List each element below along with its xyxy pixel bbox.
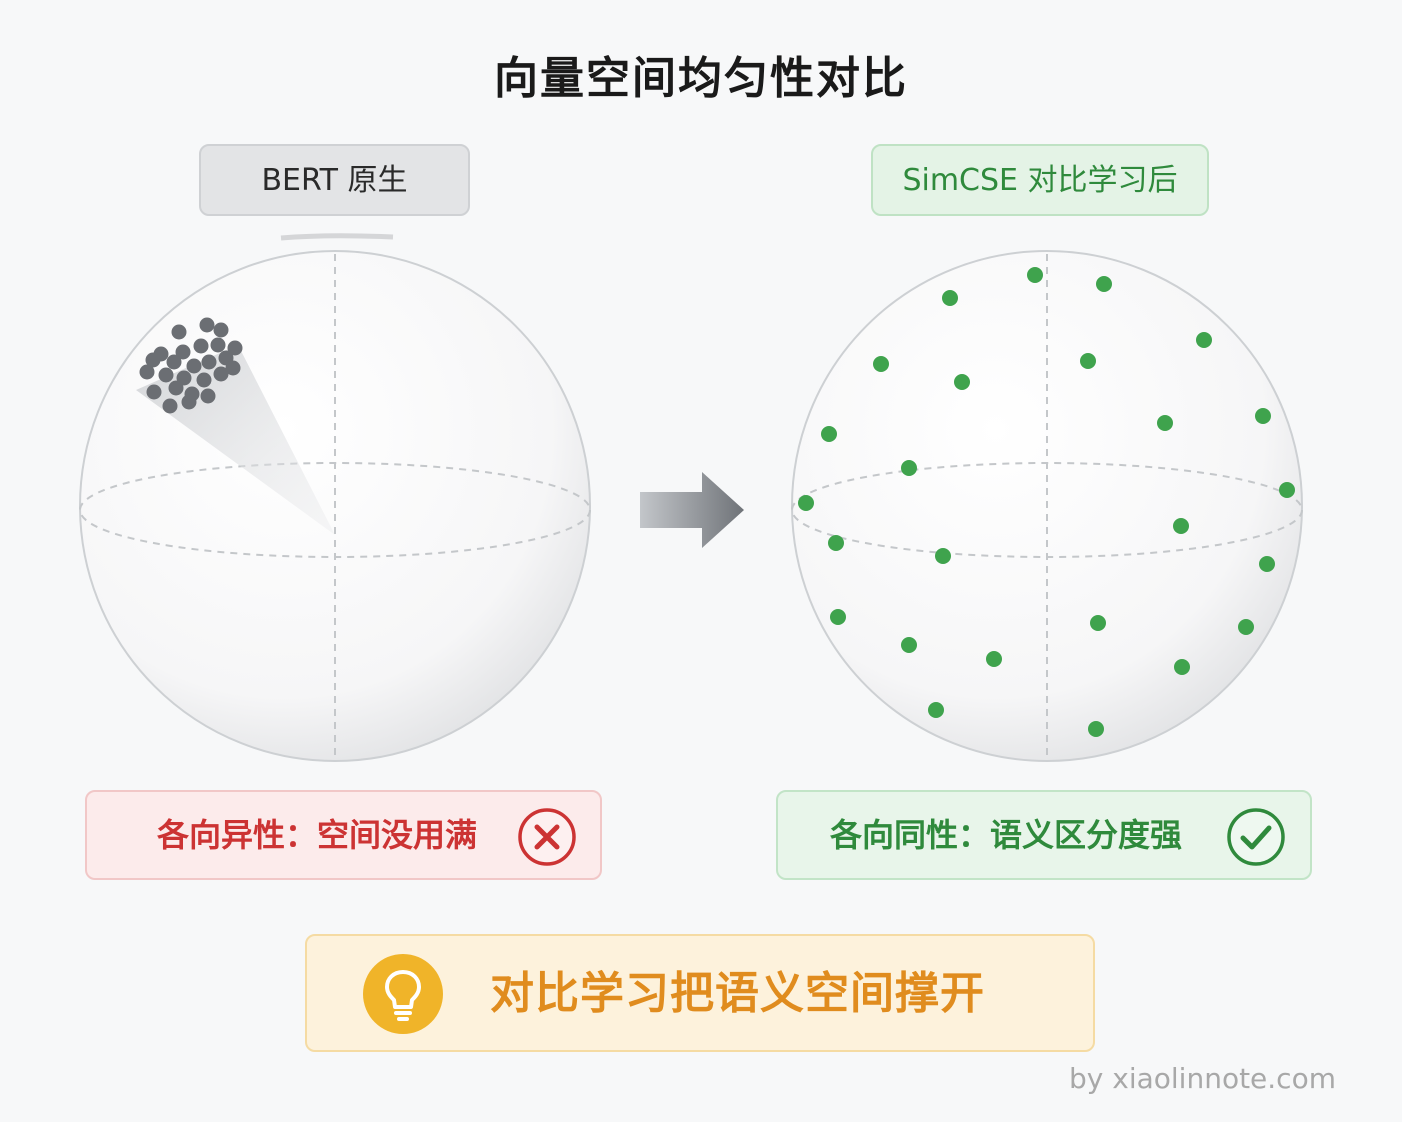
cluster-point (193, 338, 209, 354)
cluster-point (225, 360, 241, 376)
uniform-point (901, 637, 917, 653)
uniform-point (1080, 353, 1096, 369)
watermark: by xiaolinnote.com (1069, 1062, 1336, 1095)
sphere-shadow-mark (280, 233, 394, 241)
uniform-point (830, 609, 846, 625)
simcse-label: SimCSE 对比学习后 (871, 144, 1209, 216)
bert-sphere (79, 233, 591, 762)
cluster-point (181, 394, 197, 410)
uniform-point (954, 374, 970, 390)
cluster-point (146, 384, 162, 400)
x-circle-icon (518, 808, 576, 866)
uniform-point (901, 460, 917, 476)
uniform-point (928, 702, 944, 718)
uniform-point (1173, 518, 1189, 534)
uniform-point (942, 290, 958, 306)
cluster-point (210, 337, 226, 353)
cluster-point (186, 358, 202, 374)
anisotropy-box: 各向异性：空间没用满 (85, 790, 602, 880)
uniform-point (1196, 332, 1212, 348)
clustered-points (139, 317, 243, 414)
uniform-point (1027, 267, 1043, 283)
cluster-point (158, 367, 174, 383)
cluster-point (213, 366, 229, 382)
uniform-point (1255, 408, 1271, 424)
uniform-point (1174, 659, 1190, 675)
cluster-point (199, 317, 215, 333)
cluster-point (168, 380, 184, 396)
uniform-point (1090, 615, 1106, 631)
bert-label: BERT 原生 (199, 144, 470, 216)
cluster-point (145, 352, 161, 368)
cluster-point (139, 364, 155, 380)
conclusion-text: 对比学习把语义空间撑开 (490, 968, 985, 1019)
conclusion-box: 对比学习把语义空间撑开 (305, 934, 1095, 1052)
cluster-point (196, 372, 212, 388)
cluster-point (162, 398, 178, 414)
cluster-point (175, 344, 191, 360)
cluster-point (171, 324, 187, 340)
cluster-point (176, 370, 192, 386)
check-circle-icon (1227, 808, 1285, 866)
cluster-point (201, 354, 217, 370)
cluster-point (227, 340, 243, 356)
uniform-point (798, 495, 814, 511)
uniform-point (828, 535, 844, 551)
lightbulb-icon (363, 954, 443, 1034)
uniform-point (1157, 415, 1173, 431)
uniform-point (1238, 619, 1254, 635)
uniform-point (1279, 482, 1295, 498)
uniform-point (986, 651, 1002, 667)
cluster-point (166, 354, 182, 370)
cluster-point (200, 388, 216, 404)
cluster-point (213, 322, 229, 338)
isotropy-box: 各向同性：语义区分度强 (776, 790, 1312, 880)
right-arrow-icon (640, 472, 744, 548)
anisotropy-text: 各向异性：空间没用满 (157, 816, 478, 854)
uniform-points (798, 267, 1295, 737)
isotropy-text: 各向同性：语义区分度强 (830, 816, 1183, 854)
uniform-point (821, 426, 837, 442)
uniform-point (1259, 556, 1275, 572)
page-title: 向量空间均匀性对比 (494, 53, 908, 104)
uniform-point (873, 356, 889, 372)
uniform-point (1088, 721, 1104, 737)
uniform-point (935, 548, 951, 564)
uniform-point (1096, 276, 1112, 292)
simcse-sphere (791, 250, 1303, 762)
